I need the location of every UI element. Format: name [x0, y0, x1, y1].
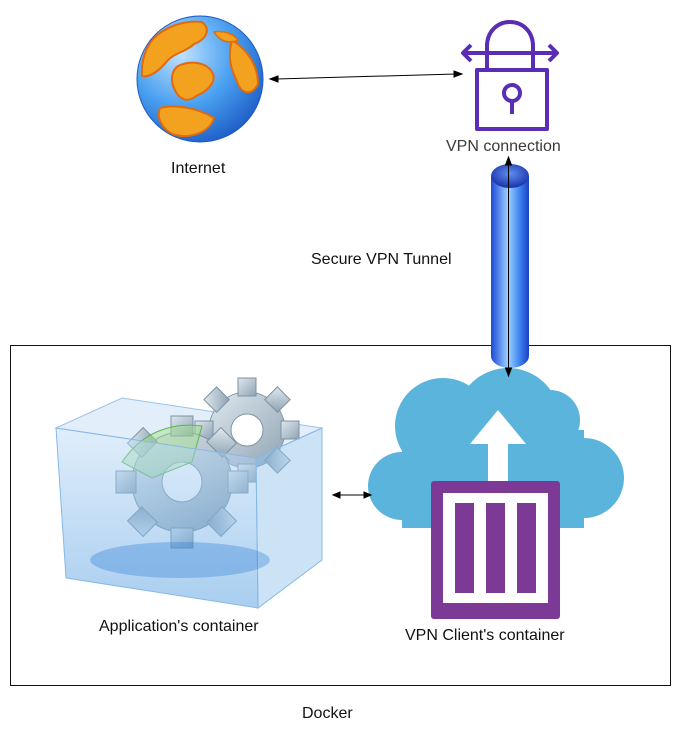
globe-icon: [136, 15, 264, 143]
tunnel-label: Secure VPN Tunnel: [311, 251, 452, 268]
lock-icon: [461, 20, 559, 131]
vpn-client-container-label: VPN Client's container: [405, 627, 565, 644]
vpn-connection-label: VPN connection: [446, 138, 561, 155]
edge-vpn-tunnel: [504, 155, 513, 378]
edge-internet-vpn: [268, 70, 464, 83]
gears-in-box-icon: [54, 377, 324, 609]
cloud-container-icon: [368, 368, 624, 619]
cylinder-icon: [491, 164, 529, 368]
internet-label: Internet: [171, 160, 226, 177]
docker-boundary: [10, 345, 671, 686]
app-container-label: Application's container: [99, 618, 259, 635]
edge-app-vpnclient: [331, 491, 373, 499]
docker-label: Docker: [302, 705, 353, 722]
